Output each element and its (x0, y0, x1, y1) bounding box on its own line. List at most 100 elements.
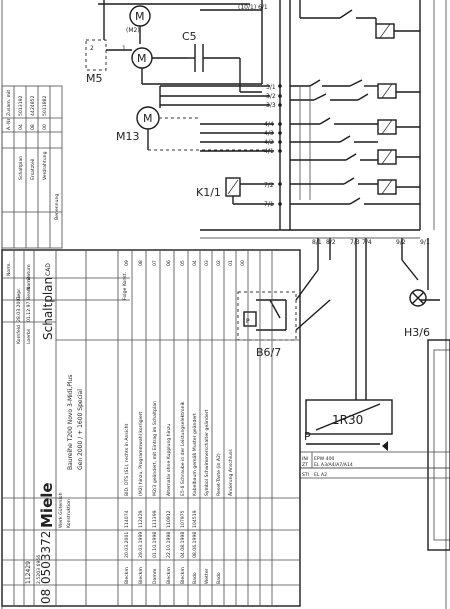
relay-coil-2 (377, 83, 397, 99)
side-header-2: A.-Nr. (6, 117, 12, 130)
heater-label: 1R30 (332, 413, 363, 427)
terminal-strip: 8/1 8/2 7/3 7/4 9/2 9/1 (200, 229, 440, 400)
term-4-3: 4/3 (264, 130, 274, 137)
side-label-1: Schaltplan (18, 156, 24, 180)
heater-p-mark: P (304, 430, 311, 443)
bearb-label: Bearb. (26, 285, 32, 300)
side-code-3: 5011882 (42, 95, 48, 116)
lower-row-3: STI (302, 472, 309, 478)
term-7-4: 7/4 (362, 239, 372, 246)
rev-text-7: Symbol Schwimmerschalter geändert (204, 409, 210, 496)
datum-label: Datum (26, 264, 32, 280)
right-edge-panels (427, 339, 450, 551)
rev-date-2: 29.03.1999 (138, 532, 144, 558)
rev-date-6: 08.06.1998 (192, 532, 198, 558)
term-9-2: 9/2 (396, 239, 406, 246)
sensor-label: B6/7 (256, 346, 281, 359)
rev-index-2: 08 (138, 260, 144, 266)
rev-number-5: 107975 (180, 510, 186, 528)
terminal-2: 2 (90, 45, 94, 52)
rev-date-3: 01.10.1998 (152, 532, 158, 558)
sheet-number: 08 (39, 589, 53, 604)
rev-name-4: Bleckm (166, 567, 172, 584)
side-header: Zusam. mit (6, 90, 12, 116)
series-label: Baureihe T200 Novo 3-Midi,Plus (67, 375, 74, 470)
company-sub-2: Konstruktion (66, 499, 72, 528)
cad-label: CAD (45, 263, 52, 276)
side-code-1: 5013192 (18, 95, 24, 116)
motor-top-label: M (135, 10, 145, 23)
drawing-title: Schaltplan (41, 277, 55, 340)
term-4-2: 4/2 (264, 139, 274, 146)
heater-1r30: 1R30 P (304, 399, 393, 451)
lower-text-1: EPW 400 (314, 456, 335, 462)
term-4-1: 4/1 (264, 148, 274, 155)
title-block: Norm. Gepr. Bearb. 28.03.2001 01.12.97 K… (1, 249, 301, 607)
rev-name-6: Bado (192, 572, 198, 584)
lower-row-2: ZT (302, 462, 308, 468)
rev-name-5: Bleckm (180, 567, 186, 584)
term-3-2: 3/2 (266, 93, 276, 100)
name-label: Name (26, 276, 32, 290)
motor-m5-symbol-label: M (137, 52, 147, 65)
rev-index-1: 09 (124, 260, 130, 266)
capacitor-label: C5 (182, 30, 197, 43)
rev-date-1: 20.03.2001 (124, 532, 130, 558)
gepr-label: Gepr. (16, 288, 22, 300)
top-circuit: M (M2) M M5 2 1 C5 (10/1) 6/1 (85, 0, 435, 230)
motor-m5-label: M5 (86, 72, 103, 85)
ref-code: 2.5203 6956 (36, 555, 42, 584)
top-ref-label: (10/1) 6/1 (238, 4, 268, 11)
rev-name-7: Wetter (204, 568, 210, 584)
term-3-3: 3/3 (266, 102, 276, 109)
rev-name-2: Bleckm (138, 567, 144, 584)
rev-number-3: 111399 (152, 510, 158, 528)
lower-row-1: INI (302, 456, 308, 462)
rev-index-10: 00 (240, 260, 246, 266)
side-label-2: Ersatzteil (30, 159, 36, 180)
bearb-date: 01.12.97 (26, 301, 32, 322)
contact-top (339, 9, 353, 19)
rev-index-6: 04 (192, 260, 198, 266)
rev-index-7: 03 (204, 260, 210, 266)
lower-text-2: EL A3/A4/A7/A14 (314, 462, 353, 468)
contact-bank: 3/1 3/2 3/3 M M13 4/4 4/3 4/2 4/1 (116, 79, 420, 208)
side-code2-2: 08 (30, 124, 36, 130)
side-label-3: Verdrahtung (42, 151, 48, 180)
rev-date-5: 04.08.1998 (180, 532, 186, 558)
term-8-2: 8/2 (326, 239, 336, 246)
rev-name-3: Damm (152, 568, 158, 584)
rev-text-6: Kabelbaum gemäß Muster geändert (192, 413, 198, 496)
company-logo-text: Miele (38, 482, 56, 528)
side-code2-3: 00 (42, 124, 48, 130)
rev-text-1: BID. DTS (S1), rechts in Ansicht (124, 423, 130, 496)
motor-top-sub: (M2) (126, 27, 140, 34)
norm-label: Norm. (6, 262, 12, 276)
lower-text-3: EL A2 (314, 472, 327, 478)
side-reference-table: Zusam. mit A.-Nr. 5013192 4424852 501188… (1, 85, 63, 249)
rev-index-5: 05 (180, 260, 186, 266)
relay-k1-label: K1/1 (196, 186, 221, 199)
motor-m13-label: M13 (116, 130, 140, 143)
m5-housing (85, 39, 107, 71)
gepr-date: 28.03.2001 (16, 296, 22, 322)
rev-index-9: 01 (228, 260, 234, 266)
rev-text-4: Alternativ ohne Kupplung hinzu (166, 424, 172, 496)
company-sub-1: Werk Gütersloh (58, 492, 64, 528)
rev-text-5: E5-6 Schraube in der Leistungselektronik (180, 401, 186, 496)
term-4-4: 4/4 (264, 121, 274, 128)
rev-number-4: 110912 (166, 510, 172, 528)
lamp-h3-6: H3/6 (404, 289, 430, 339)
rev-name-8: Bado (216, 572, 222, 584)
rev-number-2: 112429 (138, 510, 144, 528)
term-7-1: 7/1 (264, 201, 274, 208)
terminal-1: 1 (122, 45, 126, 52)
term-7-3: 7/3 (350, 239, 360, 246)
term-7-2: 7/2 (264, 182, 274, 189)
side-code2-1: 04 (18, 124, 24, 130)
motor-m13-symbol-label: M (143, 112, 153, 125)
rev-index-3: 07 (152, 260, 158, 266)
side-code-2: 4424852 (30, 95, 36, 116)
